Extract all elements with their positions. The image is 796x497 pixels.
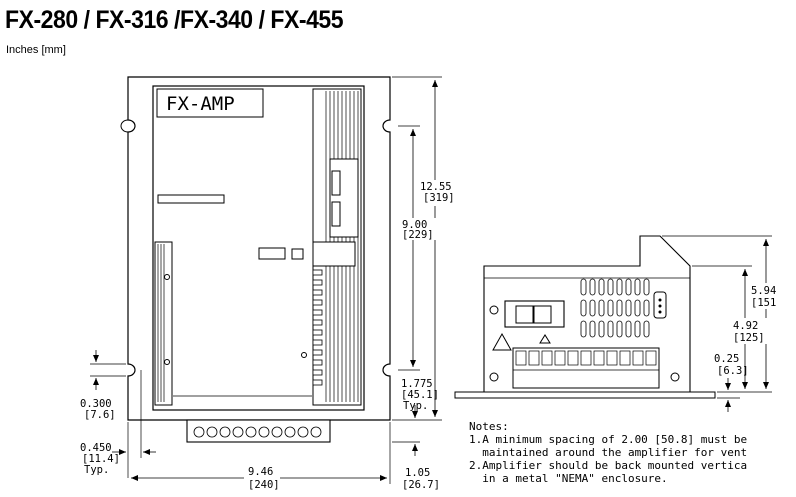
side-dim-flange-in: 0.25 [714,353,739,365]
switch-block [312,241,356,267]
label-box [156,88,264,118]
heatsink-fins-left [154,241,173,406]
notes-line-4: in a metal "NEMA" enclosure. [469,472,668,485]
notes-line-2: maintained around the amplifier for vent [469,446,747,459]
notes-line-1: 1.A minimum spacing of 2.00 [50.8] must … [469,433,747,446]
units-note: Inches [mm] [6,44,66,56]
side-dim-height-in: 5.94 [751,285,776,297]
vent-slots [580,278,650,338]
front-view: FX-AMP [80,76,457,491]
dim-slot-offset-in: 1.775 [401,378,433,390]
side-flange [454,391,716,399]
side-dim-body-mm: [125] [733,332,765,344]
dim-spacing-mm: [229] [402,229,434,241]
dim-width-mm: [240] [248,479,280,491]
dim-slot-inset-note: Typ. [84,464,109,476]
dim-slot-inset-mm: [11.4] [82,453,120,465]
page-title: FX-280 / FX-316 /FX-340 / FX-455 [5,6,344,34]
dim-depth-in: 1.05 [405,467,430,479]
dim-slot-height-in: 0.300 [80,398,112,410]
panel-label: FX-AMP [166,93,235,115]
side-view: 5.94 [151 4.92 [125] 0.25 [6.3] [454,235,796,412]
dim-slot-inset-in: 0.450 [80,442,112,454]
dim-slot-offset-mm: [45.1] [401,389,439,401]
dim-slot-offset-note: Typ. [403,400,428,412]
side-dim-height-mm: [151 [751,297,776,309]
dim-spacing-in: 9.00 [402,219,427,231]
notes-block: Notes: 1.A minimum spacing of 2.00 [50.8… [469,420,747,485]
dim-slot-height-mm: [7.6] [84,409,116,421]
notes-heading: Notes: [469,420,509,433]
notes-line-3: 2.Amplifier should be back mounted verti… [469,459,747,472]
side-dim-flange-mm: [6.3] [717,365,749,377]
dim-width-in: 9.46 [248,466,273,478]
side-dim-body-in: 4.92 [733,320,758,332]
dim-height-in: 12.55 [420,181,452,193]
dim-depth-mm: [26.7] [402,479,440,491]
dim-height-mm: [319] [423,192,455,204]
